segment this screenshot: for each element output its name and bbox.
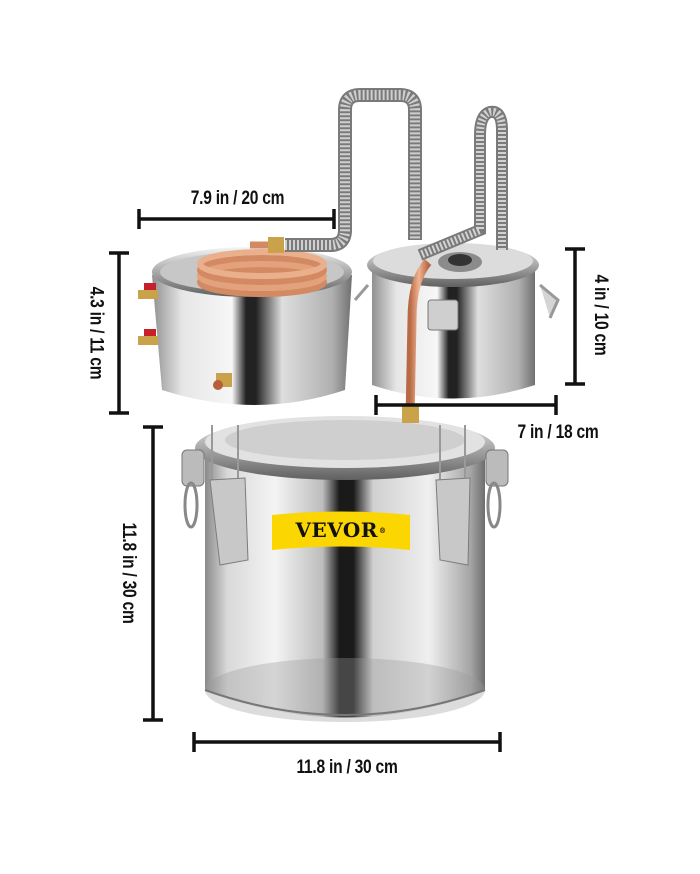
- condenser-width-label: 7.9 in / 20 cm: [190, 188, 285, 209]
- dimension-lines: [109, 209, 585, 752]
- copper-pipe: [405, 259, 432, 419]
- copper-coil: [197, 241, 327, 297]
- water-outlet-valve: [138, 329, 158, 345]
- brand-name: VEVOR: [295, 518, 378, 542]
- flexible-hose-1: [285, 88, 422, 252]
- boiler-latch-left: [209, 425, 249, 566]
- registered-mark: ®: [378, 525, 387, 535]
- flexible-hose-2: [417, 105, 508, 261]
- boiler-brass-fitting: [402, 405, 419, 423]
- distillate-outlet: [213, 373, 232, 390]
- vevor-logo: VEVOR®: [272, 512, 410, 548]
- thumper-height-label: 4 in / 10 cm: [590, 274, 611, 356]
- boiler-height-label: 11.8 in / 30 cm: [118, 522, 139, 624]
- boiler-width-label: 11.8 in / 30 cm: [296, 757, 398, 778]
- water-inlet-valve: [138, 283, 158, 299]
- brand-label-plate: [272, 511, 410, 550]
- boiler-latch-right: [435, 425, 471, 566]
- boiler-pot: [181, 416, 509, 722]
- brass-fitting: [268, 237, 284, 253]
- thumper-keg: [353, 243, 560, 399]
- condenser-pot: [138, 237, 352, 405]
- condenser-height-label: 4.3 in / 11 cm: [85, 286, 107, 380]
- thumper-width-label: 7 in / 18 cm: [517, 422, 599, 443]
